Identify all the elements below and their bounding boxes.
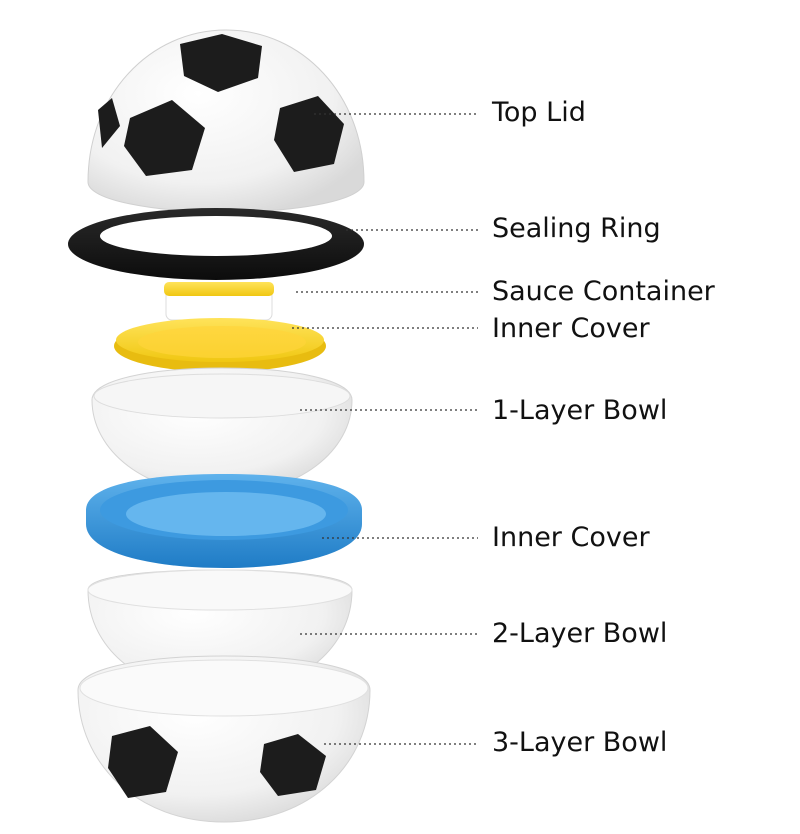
label-sealing-ring: Sealing Ring (492, 215, 661, 242)
label-top-lid: Top Lid (492, 99, 586, 126)
label-sauce-container: Sauce Container (492, 278, 715, 305)
label-layer1-bowl: 1-Layer Bowl (492, 397, 667, 424)
label-layer3-bowl: 3-Layer Bowl (492, 729, 667, 756)
top-lid-shape (88, 30, 364, 212)
label-inner-cover-2: Inner Cover (492, 524, 650, 551)
inner-cover-yellow-shape (114, 318, 326, 372)
sauce-container-shape (164, 282, 274, 320)
layer3-bowl-shape (78, 656, 370, 822)
sealing-ring-shape (68, 208, 364, 280)
label-layer2-bowl: 2-Layer Bowl (492, 620, 667, 647)
inner-cover-blue-shape (86, 474, 362, 568)
label-inner-cover-1: Inner Cover (492, 315, 650, 342)
